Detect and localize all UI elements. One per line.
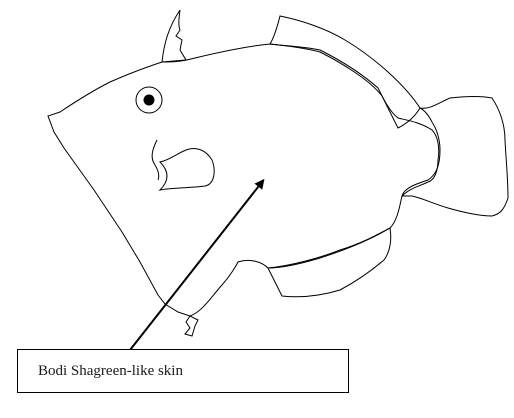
pectoral-fin	[160, 148, 214, 190]
caudal-fin	[402, 97, 508, 217]
dorsal-fin	[270, 16, 420, 128]
ventral-flap	[185, 316, 198, 336]
eye-pupil	[144, 95, 155, 106]
fish-body-outline	[48, 44, 439, 316]
label-box: Bodi Shagreen-like skin	[17, 349, 349, 393]
anal-fin	[268, 228, 391, 297]
gill-cover	[152, 140, 159, 180]
dorsal-spine	[162, 10, 186, 62]
label-text: Bodi Shagreen-like skin	[38, 363, 183, 380]
